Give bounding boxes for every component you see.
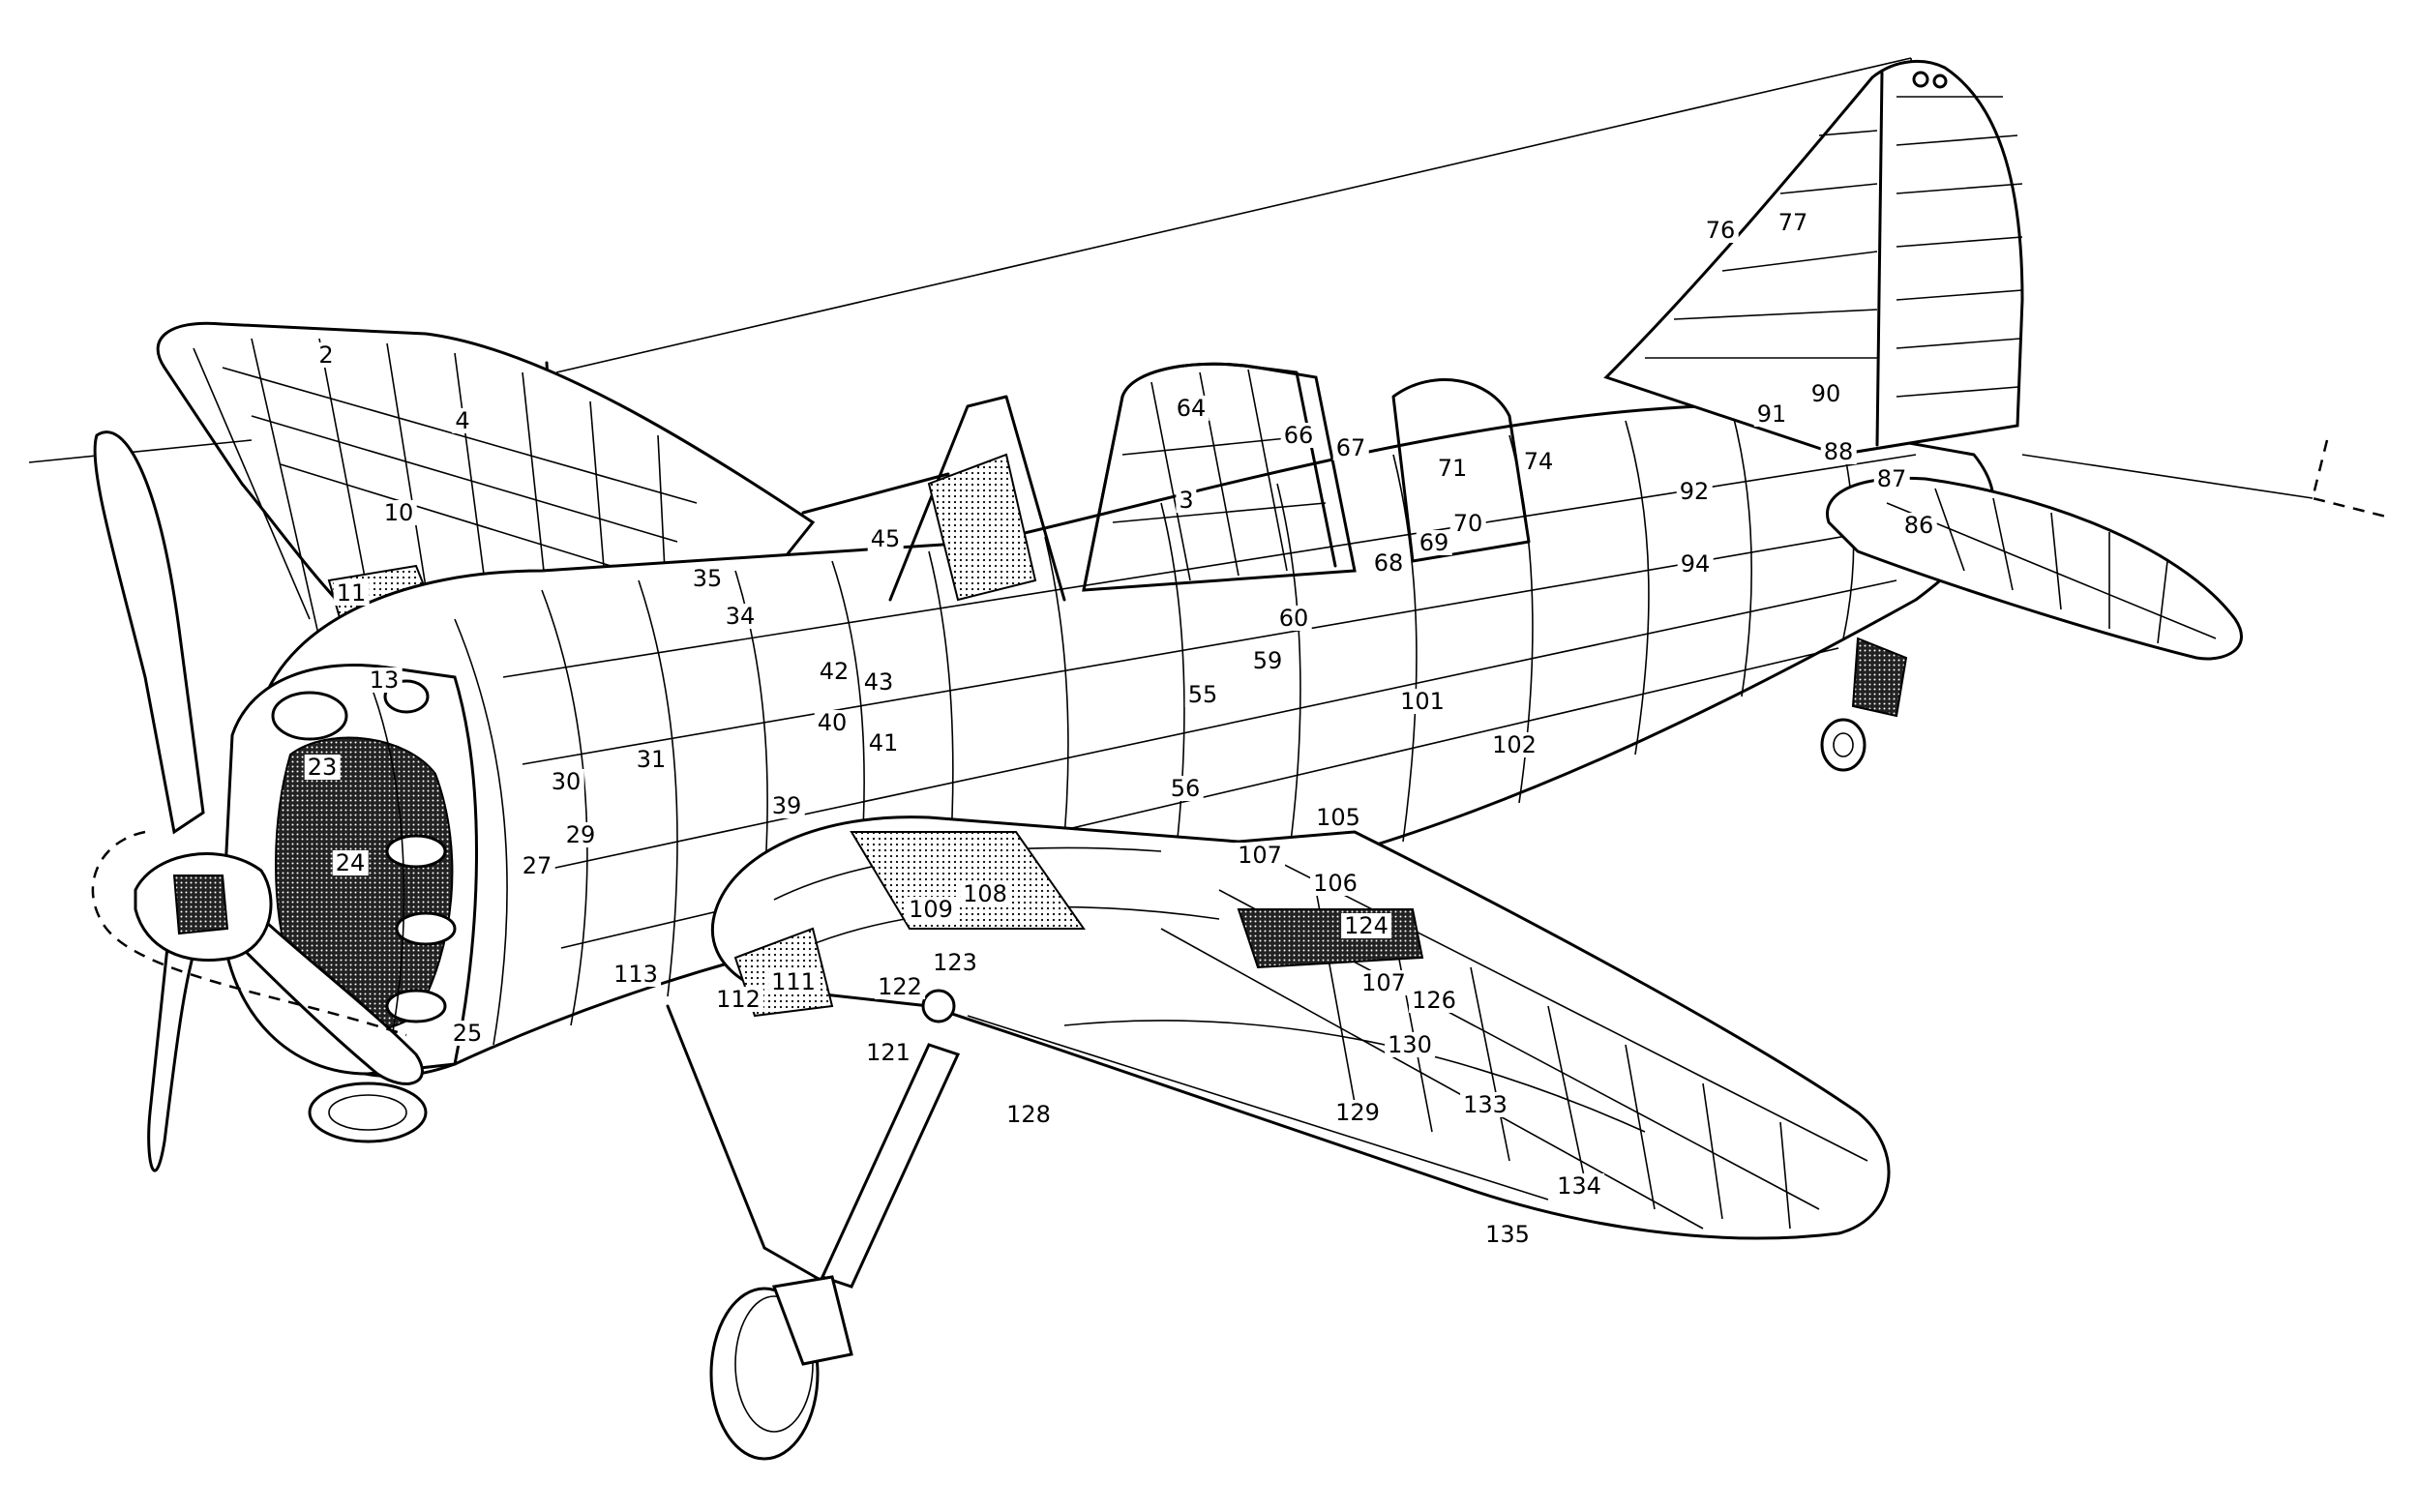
callout-label: 76 [1702,218,1739,243]
callout-label: 133 [1460,1092,1510,1117]
callout-label: 122 [875,974,925,999]
callout-label: 69 [1416,530,1452,555]
callout-label: 25 [449,1021,486,1046]
main-landing-gear [666,1004,961,1461]
callout-label: 29 [562,822,599,847]
callout-label: 4 [452,408,473,433]
callout-label: 124 [1341,913,1391,938]
callout-label: 41 [865,730,902,756]
callout-label: 87 [1873,466,1910,491]
callout-label: 67 [1332,435,1369,460]
callout-label: 66 [1280,423,1317,448]
callout-label: 42 [816,659,852,684]
callout-label: 130 [1385,1032,1435,1057]
callout-label: 10 [380,500,417,525]
callout-label: 94 [1677,551,1714,577]
callout-label: 121 [863,1040,913,1065]
callout-label: 109 [906,897,956,922]
callout-label: 39 [768,793,805,818]
windscreen-frame [801,395,1066,602]
callout-label: 135 [1482,1222,1533,1247]
callout-label: 2 [315,342,337,368]
callout-label: 105 [1313,805,1363,830]
callout-label: 13 [366,667,403,693]
callout-label: 126 [1409,988,1459,1013]
callout-label: 23 [304,755,341,780]
callout-label: 92 [1676,479,1713,504]
propeller [91,430,424,1172]
fin-and-rudder [1603,59,2024,457]
callout-label: 59 [1249,648,1286,673]
callout-label: 55 [1184,682,1221,707]
callout-label: 71 [1434,456,1471,481]
callout-label: 3 [1176,488,1197,513]
callout-label: 107 [1359,970,1409,995]
canopy-frame [1082,362,1531,592]
callout-label: 128 [1003,1102,1054,1127]
callout-label: 45 [867,526,904,551]
callout-label: 68 [1370,550,1407,576]
callout-label: 11 [333,580,370,606]
callout-label: 123 [930,950,980,975]
callout-label: 90 [1807,381,1844,406]
callout-label: 24 [332,850,369,875]
callout-label: 74 [1520,449,1557,474]
callout-label: 43 [860,669,897,695]
callout-label: 64 [1173,396,1210,421]
callout-label: 60 [1275,606,1312,631]
callout-label: 107 [1235,843,1285,868]
callout-label: 86 [1900,513,1937,538]
callout-label: 113 [611,962,661,987]
callout-label: 56 [1167,776,1204,801]
callout-label: 91 [1753,401,1790,427]
callout-label: 27 [519,853,555,878]
callout-label: 40 [814,710,851,735]
callout-label: 34 [722,604,759,629]
callout-label: 106 [1310,871,1360,896]
callout-label: 108 [960,881,1010,906]
tail-wheel [1820,637,1908,772]
retracted-wheel [308,1082,428,1143]
callout-label: 102 [1489,732,1539,757]
callout-label: 70 [1449,511,1486,536]
callout-label: 101 [1397,689,1448,714]
callout-label: 111 [768,969,819,994]
callout-label: 112 [713,987,763,1012]
callout-label: 88 [1820,439,1857,464]
callout-label: 30 [548,769,584,794]
callout-label: 31 [633,747,670,772]
callout-label: 134 [1554,1173,1604,1199]
callout-label: 35 [689,566,726,591]
callout-label: 129 [1332,1100,1383,1125]
callout-label: 77 [1775,210,1811,235]
